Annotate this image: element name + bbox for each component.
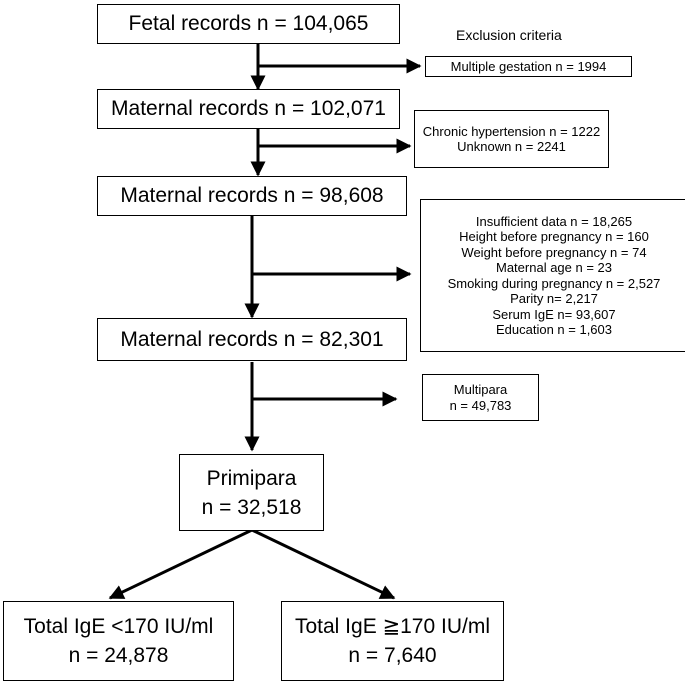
- insufficient-data-label: Insufficient data n = 18,265: [475, 213, 633, 229]
- arrow-split-left: [108, 528, 253, 600]
- fetal-records-label: Fetal records n = 104,065: [128, 12, 369, 35]
- weight-before-pregnancy-label: Weight before pregnancy n = 74: [461, 244, 647, 260]
- maternal-records-label-3: Maternal records n = 82,301: [120, 327, 384, 351]
- multipara-box: Multipara n = 49,783: [422, 374, 539, 421]
- arrow-split-right: [251, 528, 396, 600]
- primipara-box: Primipara n = 32,518: [179, 454, 324, 531]
- maternal-records-box-2: Maternal records n = 98,608: [97, 176, 407, 216]
- parity-label: Parity n= 2,217: [510, 291, 598, 306]
- maternal-records-box-1: Maternal records n = 102,071: [97, 89, 400, 129]
- unknown-label: Unknown n = 2241: [457, 139, 566, 154]
- total-ige-high-box: Total IgE ≧170 IU/ml n = 7,640: [281, 601, 504, 681]
- multipara-label: Multipara: [453, 382, 508, 397]
- primipara-label: Primipara: [206, 466, 297, 490]
- serum-ige-label: Serum IgE n= 93,607: [492, 306, 616, 322]
- education-label: Education n = 1,603: [495, 322, 612, 337]
- multipara-count: n = 49,783: [449, 397, 512, 413]
- total-ige-high-label: Total IgE ≧170 IU/ml: [294, 615, 490, 638]
- multiple-gestation-label: Multiple gestation n = 1994: [450, 58, 607, 74]
- maternal-records-label-1: Maternal records n = 102,071: [111, 97, 386, 120]
- insufficient-data-box: Insufficient data n = 18,265 Height befo…: [420, 199, 685, 352]
- total-ige-low-label: Total IgE <170 IU/ml: [23, 615, 214, 638]
- chronic-hypertension-box: Chronic hypertension n = 1222 Unknown n …: [414, 110, 609, 168]
- total-ige-low-count: n = 24,878: [68, 644, 169, 667]
- total-ige-low-box: Total IgE <170 IU/ml n = 24,878: [3, 601, 234, 681]
- fetal-records-box: Fetal records n = 104,065: [97, 4, 400, 44]
- height-before-pregnancy-label: Height before pregnancy n = 160: [459, 229, 649, 244]
- chronic-hypertension-label: Chronic hypertension n = 1222: [422, 123, 601, 139]
- total-ige-high-count: n = 7,640: [348, 644, 437, 667]
- smoking-during-pregnancy-label: Smoking during pregnancy n = 2,527: [447, 275, 661, 291]
- maternal-records-box-3: Maternal records n = 82,301: [97, 318, 407, 361]
- maternal-age-label: Maternal age n = 23: [496, 260, 612, 275]
- exclusion-criteria-header: Exclusion criteria: [456, 27, 562, 43]
- multiple-gestation-box: Multiple gestation n = 1994: [425, 56, 632, 77]
- maternal-records-label-2: Maternal records n = 98,608: [120, 184, 384, 207]
- primipara-count: n = 32,518: [201, 495, 302, 519]
